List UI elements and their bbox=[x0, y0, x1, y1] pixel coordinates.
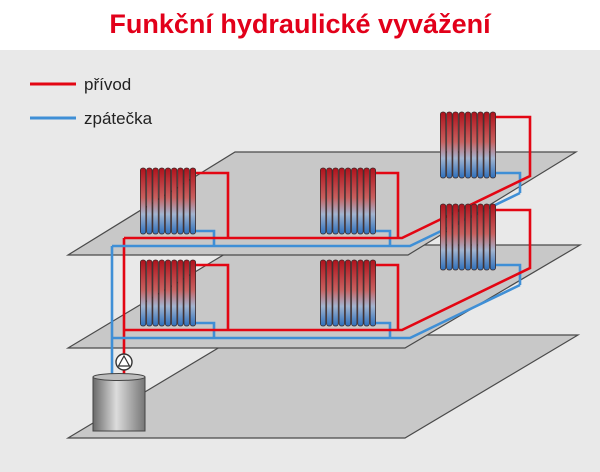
radiator-column bbox=[439, 111, 447, 179]
supply-branch-middle-center bbox=[376, 263, 400, 330]
radiator-column bbox=[458, 111, 465, 179]
radiator-column bbox=[452, 203, 459, 271]
radiator-middle-center bbox=[319, 259, 376, 327]
radiator-top-center bbox=[319, 167, 376, 235]
floor-plate-bottom bbox=[65, 334, 581, 439]
radiator-column bbox=[189, 167, 196, 235]
radiator-column bbox=[357, 259, 364, 327]
radiator-column bbox=[464, 203, 472, 271]
radiator-column bbox=[319, 167, 327, 235]
return-branch-middle-right bbox=[496, 263, 522, 285]
supply-branch-top-center bbox=[376, 171, 400, 238]
radiator-top-right bbox=[439, 111, 496, 179]
radiator-column bbox=[146, 167, 153, 235]
radiator-column bbox=[351, 259, 358, 327]
diagram-title: Funkční hydraulické vyvážení bbox=[109, 9, 492, 39]
supply-branch-middle-left bbox=[196, 263, 230, 330]
legend: přívod zpátečka bbox=[30, 75, 153, 128]
radiator-column bbox=[158, 259, 165, 327]
radiator-column bbox=[177, 167, 184, 235]
supply-branch-top-left bbox=[196, 171, 230, 238]
title-band bbox=[0, 0, 600, 50]
radiator-column bbox=[332, 259, 339, 327]
boiler bbox=[92, 373, 146, 432]
radiator-column bbox=[477, 111, 484, 179]
radiator-column bbox=[139, 259, 147, 327]
radiator-column bbox=[458, 203, 465, 271]
radiator-column bbox=[489, 203, 496, 271]
radiator-column bbox=[139, 167, 147, 235]
radiator-column bbox=[171, 259, 178, 327]
radiator-middle-left bbox=[139, 259, 196, 327]
return-branch-top-left bbox=[196, 229, 216, 246]
radiator-column bbox=[189, 259, 196, 327]
return-branch-top-center bbox=[376, 229, 392, 246]
radiator-column bbox=[483, 111, 490, 179]
radiator-column bbox=[158, 167, 165, 235]
radiator-column bbox=[351, 167, 358, 235]
radiator-column bbox=[164, 259, 172, 327]
radiator-column bbox=[483, 203, 490, 271]
legend-supply-label: přívod bbox=[84, 75, 131, 94]
radiator-column bbox=[452, 111, 459, 179]
radiator-column bbox=[477, 203, 484, 271]
radiator-column bbox=[146, 259, 153, 327]
return-main-middle bbox=[112, 283, 521, 340]
return-branch-middle-left bbox=[196, 321, 216, 338]
radiator-column bbox=[369, 259, 376, 327]
radiator-column bbox=[319, 259, 327, 327]
radiator-column bbox=[363, 259, 370, 327]
radiator-column bbox=[164, 167, 172, 235]
radiators bbox=[139, 111, 496, 327]
radiator-column bbox=[471, 203, 478, 271]
radiator-middle-right bbox=[439, 203, 496, 271]
return-branch-top-right bbox=[496, 171, 522, 193]
radiator-column bbox=[152, 167, 159, 235]
radiator-column bbox=[446, 203, 453, 271]
supply-main-middle bbox=[124, 208, 532, 332]
middle-floor-pipes bbox=[112, 208, 532, 340]
radiator-column bbox=[446, 111, 453, 179]
radiator-column bbox=[338, 167, 345, 235]
radiator-column bbox=[183, 259, 190, 327]
pump-icon bbox=[115, 353, 133, 371]
radiator-top-left bbox=[139, 167, 196, 235]
radiator-column bbox=[177, 259, 184, 327]
radiator-column bbox=[332, 167, 339, 235]
radiator-column bbox=[338, 259, 345, 327]
radiator-column bbox=[464, 111, 472, 179]
radiator-column bbox=[344, 259, 352, 327]
legend-return-label: zpátečka bbox=[84, 109, 153, 128]
radiator-column bbox=[471, 111, 478, 179]
radiator-column bbox=[439, 203, 447, 271]
radiator-column bbox=[152, 259, 159, 327]
radiator-column bbox=[369, 167, 376, 235]
supply-main-top bbox=[124, 115, 532, 240]
return-branch-middle-center bbox=[376, 321, 392, 338]
radiator-column bbox=[171, 167, 178, 235]
radiator-column bbox=[344, 167, 352, 235]
radiator-column bbox=[357, 167, 364, 235]
radiator-column bbox=[363, 167, 370, 235]
radiator-column bbox=[326, 167, 333, 235]
radiator-column bbox=[489, 111, 496, 179]
radiator-column bbox=[326, 259, 333, 327]
radiator-column bbox=[183, 167, 190, 235]
